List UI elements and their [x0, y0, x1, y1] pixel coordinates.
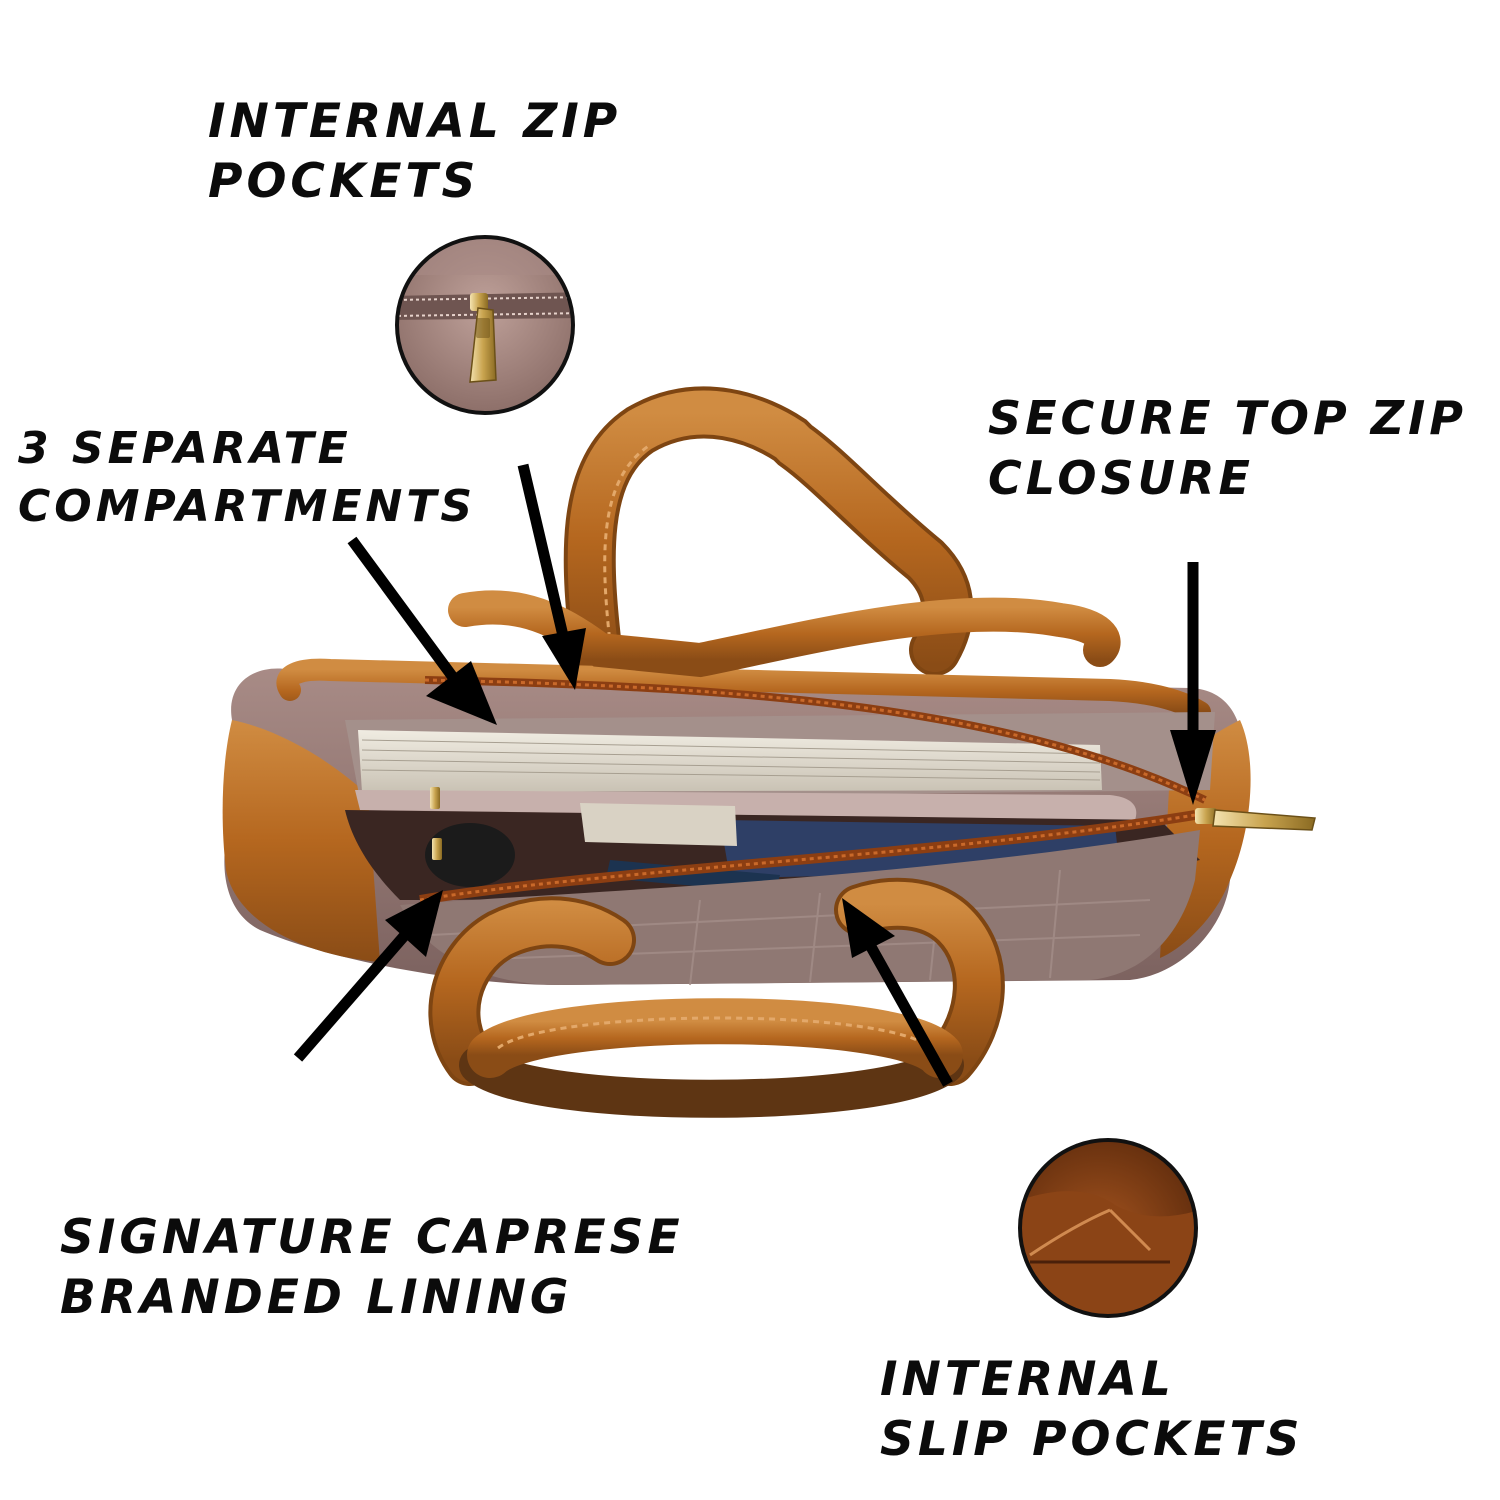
callout-line: INTERNAL: [880, 1352, 1175, 1407]
callout-line: SIGNATURE CAPRESE: [60, 1210, 684, 1265]
slip-pocket-detail-icon: [1018, 1138, 1198, 1318]
callout-branded-lining: SIGNATURE CAPRESE BRANDED LINING: [60, 1208, 684, 1328]
callout-line: CLOSURE: [988, 451, 1254, 505]
arrow-slip-pockets: [842, 898, 953, 1087]
callout-line: SLIP POCKETS: [880, 1412, 1304, 1467]
callout-separate-compartments: 3 SEPARATE COMPARTMENTS: [18, 420, 476, 536]
arrow-compartments-2: [517, 463, 586, 690]
zip-pull-icon: [1195, 808, 1316, 831]
callout-internal-zip-pockets: INTERNAL ZIP POCKETS: [208, 92, 621, 212]
arrow-top-zip: [1170, 562, 1216, 805]
callout-line: SECURE TOP ZIP: [988, 391, 1467, 445]
callout-line: BRANDED LINING: [60, 1270, 573, 1325]
callout-line: INTERNAL ZIP: [208, 94, 622, 149]
callout-line: POCKETS: [208, 154, 480, 209]
handbag: [222, 386, 1316, 1118]
arrow-lining: [293, 890, 443, 1062]
arrow-compartments-1: [347, 536, 497, 725]
callout-line: COMPARTMENTS: [18, 481, 477, 532]
callout-secure-top-zip: SECURE TOP ZIP CLOSURE: [988, 388, 1467, 508]
callout-line: 3 SEPARATE: [18, 423, 352, 474]
callout-slip-pockets: INTERNAL SLIP POCKETS: [880, 1350, 1303, 1470]
zip-pocket-detail-icon: [395, 235, 575, 415]
callout-arrows: [293, 463, 1216, 1087]
